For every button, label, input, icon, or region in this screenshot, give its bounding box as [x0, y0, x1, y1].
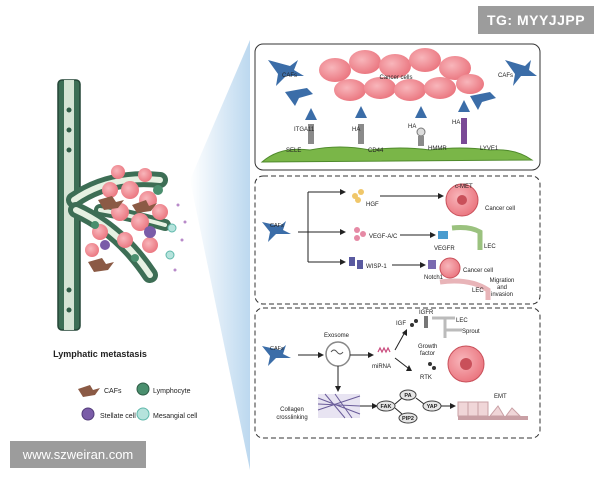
- tumor-mass: [85, 165, 187, 272]
- lec-label: LEC: [484, 244, 496, 250]
- branch-lines: [298, 191, 340, 263]
- legend-label: Mesangial cell: [153, 413, 198, 420]
- pa-label: PA: [404, 393, 411, 399]
- receptor-icon: [416, 127, 426, 137]
- vegf-label: VEGF-A/C: [369, 234, 398, 240]
- legend: CAFs Lymphocyte Stellate cell Mesangial …: [78, 382, 198, 421]
- zoom-cone: [190, 40, 250, 470]
- sprout-label: Sprout: [462, 329, 480, 335]
- panel-secreted-factors: CAFs HGF c-MET Cancer cell VEGF-A/C VEGF…: [254, 175, 541, 305]
- rtk-label: RTK: [420, 375, 432, 381]
- legend-label: CAFs: [104, 388, 122, 395]
- lec-vessel-icon: [439, 278, 491, 300]
- vegfr-label: VEGFR: [434, 246, 455, 252]
- hgf-label: HGF: [366, 202, 379, 208]
- receptor-icon: [308, 124, 314, 144]
- cancer-cell-label: Cancer cell: [463, 268, 493, 274]
- cafs-label: CAFs: [498, 73, 513, 79]
- wisp-molecule-icon: [349, 257, 355, 266]
- left-title: Lymphatic metastasis: [53, 349, 147, 359]
- collagen-label: crosslinking: [276, 415, 307, 421]
- caf-icon: [505, 60, 537, 86]
- igfr-receptor-icon: [424, 316, 428, 328]
- growth-factor-label: Growth: [418, 344, 437, 350]
- vegf-molecule-icon: [354, 227, 360, 233]
- site-watermark: www.szweiran.com: [10, 441, 146, 468]
- cancer-cell-icon: [439, 257, 461, 279]
- caf-icon: [78, 385, 100, 397]
- caf-icon: [262, 345, 291, 366]
- receptor-label: HA: [452, 120, 460, 126]
- tg-watermark: TG: MYYJJPP: [478, 6, 594, 34]
- lymphocyte-icon: [136, 382, 150, 396]
- caf-icon: [470, 92, 496, 110]
- migration-label: and: [497, 285, 507, 291]
- cancer-cell-label: Cancer cell: [485, 206, 515, 212]
- pip2-node: [398, 412, 418, 424]
- cancer-cells-label: Cancer cells: [379, 75, 412, 81]
- collagen-network-icon: [317, 393, 361, 419]
- panel-adhesion: Cancer cells CAFs CAFs ITGA11 HA HA HA S…: [254, 43, 541, 171]
- endothelium-layer: [260, 146, 534, 163]
- wisp-label: WISP-1: [366, 264, 387, 270]
- notch1-receptor-icon: [428, 260, 436, 269]
- receptor-icon: [461, 118, 467, 144]
- fak-label: FAK: [381, 404, 392, 410]
- emt-epithelium-icon: [457, 401, 528, 420]
- cafs-label: CAFs: [270, 223, 284, 229]
- growth-factor-label: factor: [420, 351, 435, 357]
- lec-vessel-icon: [451, 225, 483, 250]
- collagen-label: Collagen: [280, 407, 304, 413]
- legend-label: Lymphocyte: [153, 388, 191, 395]
- exosome-icon: [325, 341, 351, 367]
- lec-sprout-icon: [432, 316, 462, 338]
- notch1-label: Notch1: [424, 275, 444, 281]
- lec-label: LEC: [472, 288, 484, 294]
- emt-label: EMT: [494, 394, 507, 400]
- pip2-label: PIP2: [402, 416, 414, 422]
- cancer-cell-cluster: [319, 48, 484, 101]
- receptor-label: HA: [352, 127, 360, 133]
- exosome-label: Exosome: [324, 333, 350, 339]
- legend-label: Stellate cell: [100, 413, 136, 420]
- igfr-label: IGFR: [419, 310, 434, 316]
- caf-icon: [268, 60, 304, 86]
- cafs-label: CAFs: [270, 346, 284, 352]
- mirna-label: miRNA: [372, 364, 391, 370]
- lymphatic-metastasis-illustration: Lymphatic metastasis CAFs Lymphocyte Ste…: [53, 40, 250, 470]
- cmet-label: c-MET: [455, 184, 473, 190]
- migration-label: invasion: [491, 292, 513, 298]
- igf-label: IGF: [396, 321, 406, 327]
- migration-label: Migration: [490, 278, 515, 284]
- cafs-label: CAFs: [282, 73, 297, 79]
- endothelial-label: CD44: [368, 148, 384, 154]
- endothelial-label: HMMR: [428, 146, 447, 152]
- fak-node: [376, 400, 396, 412]
- caf-icon: [285, 88, 313, 106]
- pa-node: [399, 389, 417, 401]
- panel-exosome-ecm: CAFs Exosome miRNA IGF IGFR LEC Sprout G…: [254, 307, 541, 439]
- yap-label: YAP: [427, 404, 438, 410]
- caf-icon: [262, 221, 291, 242]
- mirna-icon: [377, 346, 391, 354]
- endothelial-label: LYVE1: [480, 146, 499, 152]
- stellate-cell-icon: [81, 407, 95, 421]
- mesangial-cell-icon: [136, 407, 150, 421]
- lec-label: LEC: [456, 318, 468, 324]
- endothelial-label: SELE: [286, 148, 301, 154]
- vegfr-receptor-icon: [438, 231, 448, 239]
- receptor-label: ITGA11: [294, 127, 315, 133]
- receptor-label: HA: [408, 124, 416, 130]
- receptor-icon: [358, 124, 364, 144]
